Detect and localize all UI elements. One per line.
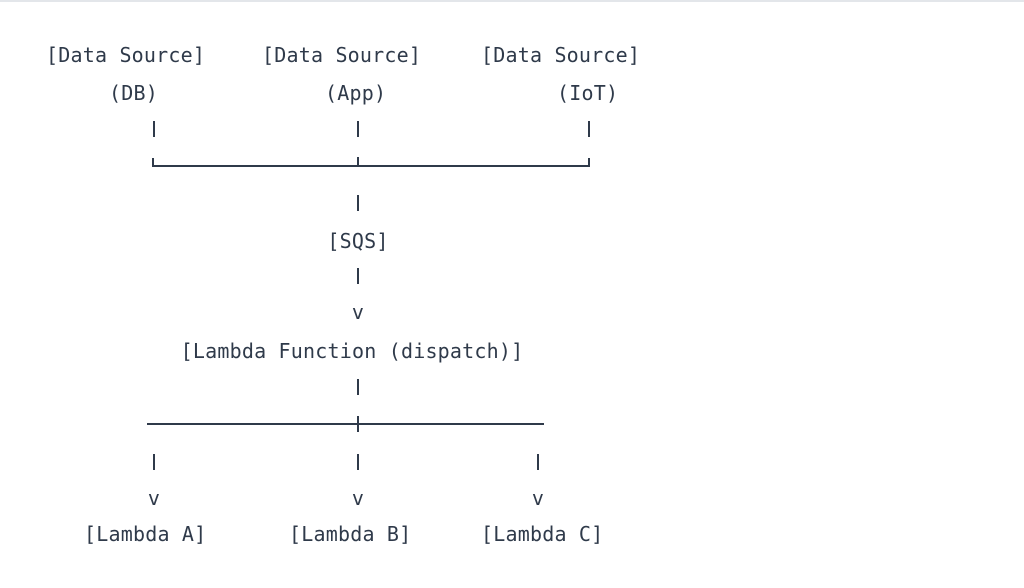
arrow-lambda-a-icon: v: [147, 486, 161, 510]
source-app-label: [Data Source]: [262, 43, 422, 67]
lambda-c-node: [Lambda C]: [481, 522, 604, 546]
arrow-to-dispatch-icon: v: [351, 300, 365, 324]
source-db-label: [Data Source]: [46, 43, 206, 67]
connector-to-lambda-b: [357, 454, 359, 470]
connector-to-lambda-a: [153, 454, 155, 470]
connector-db: [153, 121, 155, 137]
source-db-sub: (DB): [109, 81, 158, 105]
connector-app: [357, 121, 359, 137]
source-app-sub: (App): [325, 81, 387, 105]
connector-iot: [588, 121, 590, 137]
arrow-lambda-b-icon: v: [351, 486, 365, 510]
merge-tick-right: [588, 158, 590, 166]
fanout-line: [147, 423, 544, 425]
connector-to-sqs: [357, 195, 359, 211]
sqs-node: [SQS]: [327, 229, 389, 253]
source-iot-label: [Data Source]: [481, 43, 641, 67]
lambda-b-node: [Lambda B]: [289, 522, 412, 546]
dispatch-lambda-node: [Lambda Function (dispatch)]: [180, 339, 524, 363]
connector-sqs-down: [357, 268, 359, 284]
connector-dispatch-down: [357, 379, 359, 395]
merge-tick-left: [152, 158, 154, 166]
merge-line: [152, 165, 590, 167]
connector-to-lambda-c: [537, 454, 539, 470]
top-divider: [0, 0, 1024, 2]
merge-tick-center: [357, 157, 359, 165]
source-iot-sub: (IoT): [557, 81, 619, 105]
fanout-tick-center: [357, 416, 359, 432]
lambda-a-node: [Lambda A]: [84, 522, 207, 546]
arrow-lambda-c-icon: v: [531, 486, 545, 510]
